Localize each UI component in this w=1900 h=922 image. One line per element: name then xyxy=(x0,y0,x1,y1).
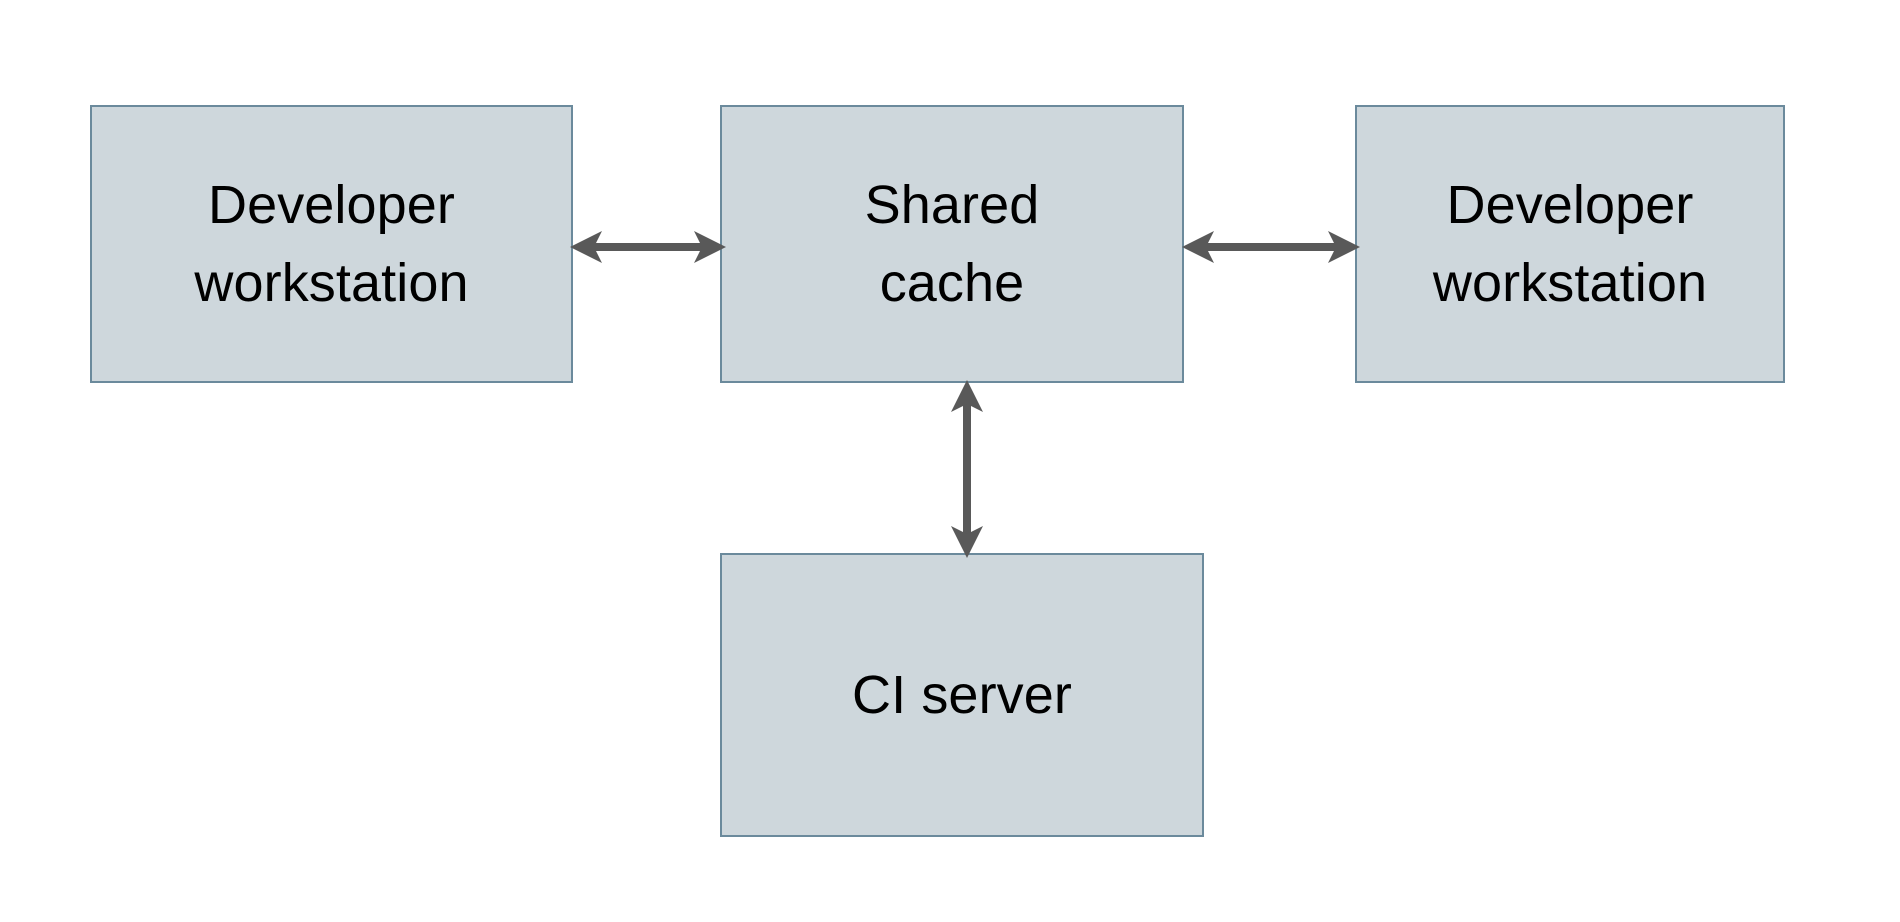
node-ci-server[interactable]: CI server xyxy=(720,553,1204,837)
node-label: Developer workstation xyxy=(194,174,469,313)
node-shared-cache[interactable]: Shared cache xyxy=(720,105,1184,383)
double-arrow-icon xyxy=(1182,231,1360,263)
edge-shared-cache-to-developer-right xyxy=(1182,231,1360,263)
edge-developer-left-to-shared-cache xyxy=(570,231,726,263)
double-arrow-icon xyxy=(570,231,726,263)
node-developer-workstation-right[interactable]: Developer workstation xyxy=(1355,105,1785,383)
node-label: Developer workstation xyxy=(1432,174,1708,313)
double-arrow-icon xyxy=(951,380,983,558)
node-label: Shared cache xyxy=(864,174,1040,313)
node-developer-workstation-left[interactable]: Developer workstation xyxy=(90,105,573,383)
node-label: CI server xyxy=(852,664,1072,725)
edge-shared-cache-to-ci-server xyxy=(951,380,983,558)
